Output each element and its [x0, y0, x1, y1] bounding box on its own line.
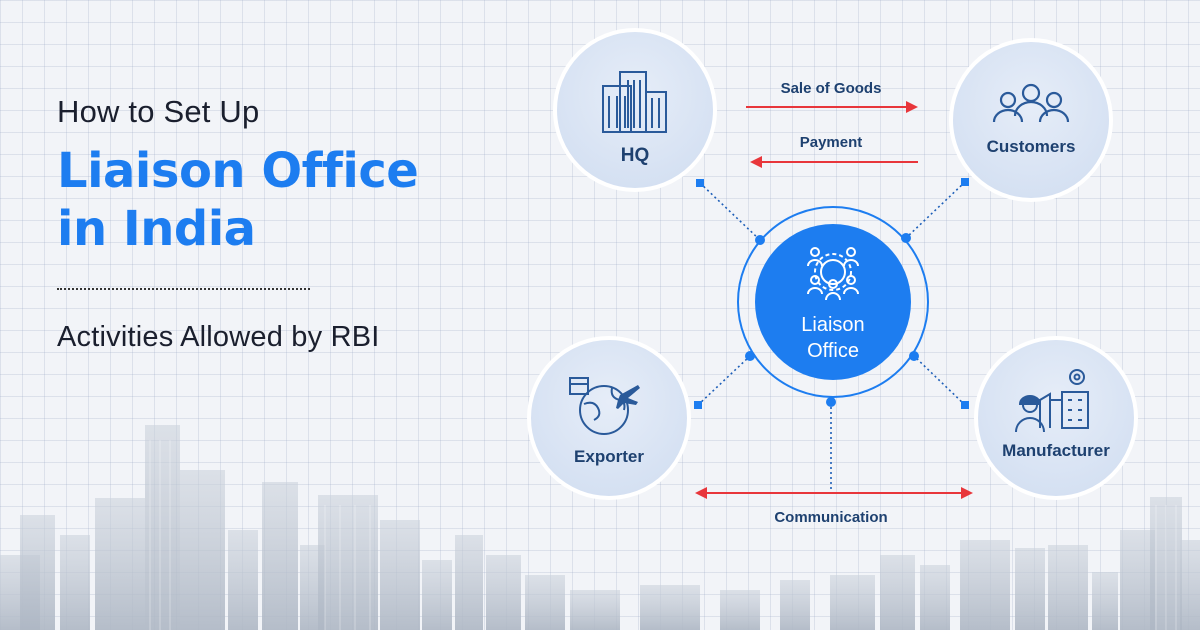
headline-line1: Liaison Office [57, 143, 419, 199]
node-customers: Customers [949, 38, 1113, 202]
office-building-icon [602, 71, 667, 133]
node-liaison-office: Liaison Office [737, 206, 929, 398]
connector-lines [697, 181, 966, 490]
center-label-line1: Liaison [801, 314, 864, 336]
dotted-divider [57, 288, 310, 290]
flow-sale-of-goods: Sale of Goods [746, 80, 918, 113]
node-label-exporter: Exporter [574, 447, 644, 466]
connector-hq [699, 182, 761, 241]
connector-exporter [697, 355, 751, 406]
title-lead: How to Set Up [57, 94, 260, 129]
factory-worker-icon [1015, 369, 1089, 433]
node-label-manufacturer: Manufacturer [1002, 441, 1110, 460]
node-label-customers: Customers [987, 137, 1076, 156]
globe-airplane-box-icon [569, 377, 640, 435]
title-block: How to Set Up Liaison Office in India Ac… [57, 92, 477, 357]
flow-label-communication: Communication [774, 509, 887, 526]
flow-label-payment: Payment [800, 134, 863, 151]
center-label-line2: Office [807, 340, 859, 362]
headline-line2: in India [57, 201, 256, 257]
team-gear-icon [807, 247, 859, 301]
node-manufacturer: Manufacturer [974, 336, 1138, 500]
people-group-icon [992, 83, 1070, 123]
flow-communication: Communication [695, 487, 973, 526]
connector-customers [905, 181, 966, 239]
flow-label-sale-of-goods: Sale of Goods [781, 80, 882, 97]
flow-payment: Payment [750, 134, 918, 168]
node-label-hq: HQ [621, 145, 650, 166]
node-exporter: Exporter [527, 336, 691, 500]
node-hq: HQ [553, 28, 717, 192]
connector-manufacturer [913, 355, 966, 406]
subtitle: Activities Allowed by RBI [57, 321, 380, 353]
